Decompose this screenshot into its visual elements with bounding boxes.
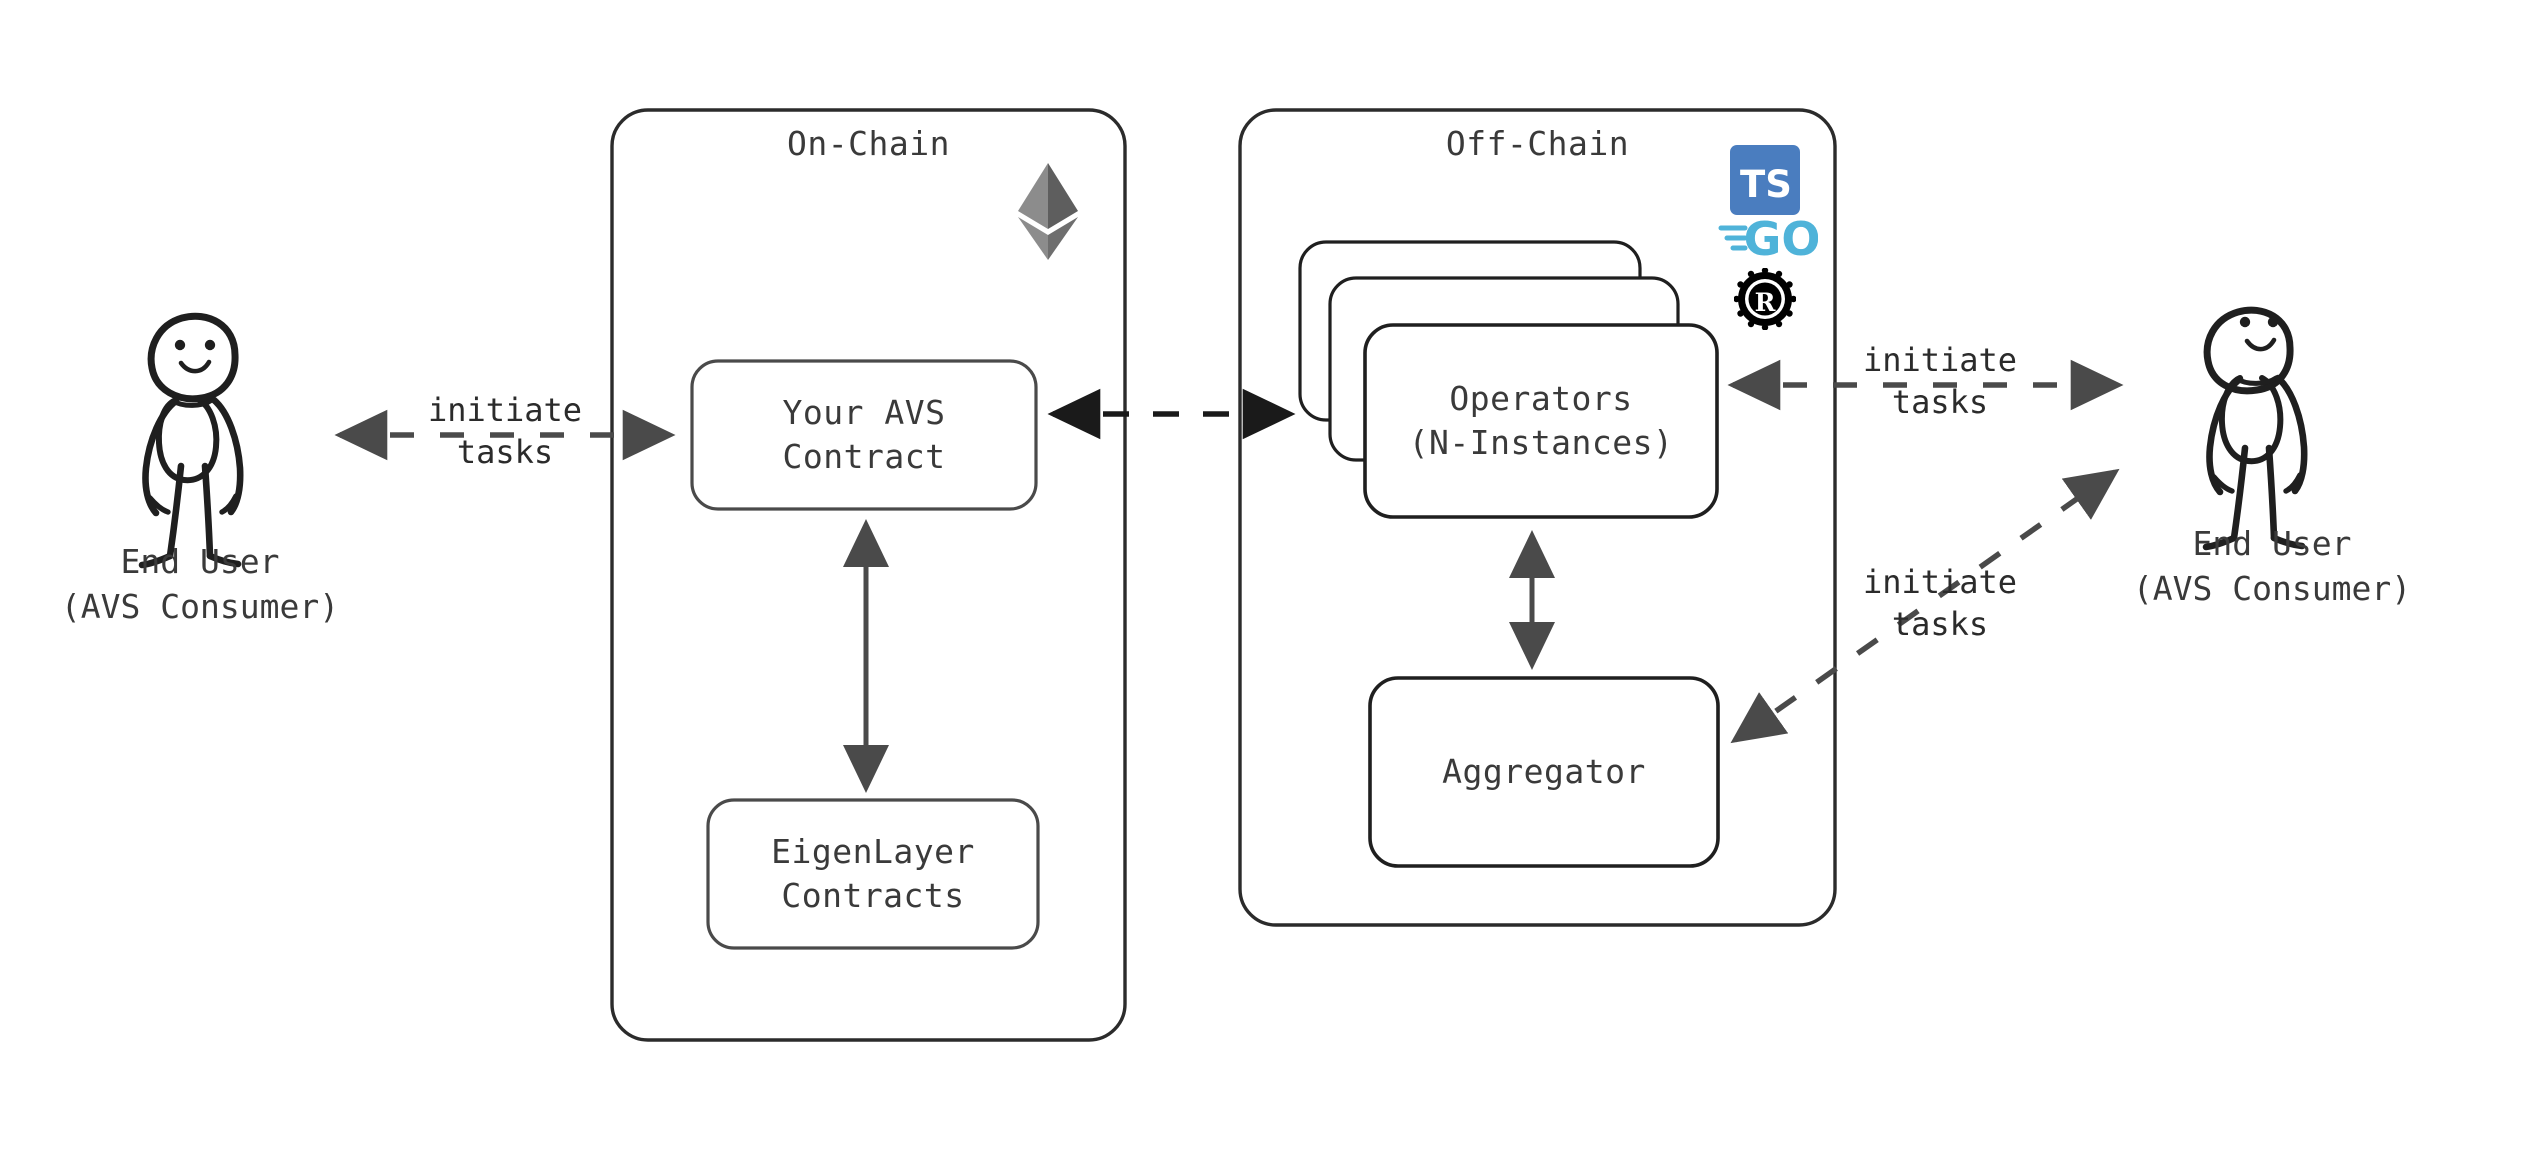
node-avs-contract[interactable] bbox=[690, 359, 1038, 511]
node-operators[interactable] bbox=[1363, 323, 1719, 519]
rust-logo: R bbox=[1733, 267, 1797, 331]
actor-label-end-user-right: End User (AVS Consumer) bbox=[2132, 524, 2412, 608]
node-eigenlayer-contracts[interactable] bbox=[706, 798, 1040, 950]
container-title-off-chain: Off-Chain bbox=[1445, 124, 1630, 163]
edge-label-operators-to-user-right: initiate tasks bbox=[1862, 341, 2018, 421]
svg-text:TS: TS bbox=[1740, 163, 1792, 206]
typescript-logo: TS bbox=[1730, 145, 1800, 215]
svg-text:R: R bbox=[1755, 288, 1776, 317]
actor-end-user-right[interactable] bbox=[2202, 306, 2308, 551]
container-title-on-chain: On-Chain bbox=[787, 124, 950, 163]
node-aggregator[interactable] bbox=[1368, 676, 1720, 868]
actor-label-end-user-left: End User (AVS Consumer) bbox=[60, 542, 340, 626]
go-logo: GO bbox=[1718, 212, 1820, 266]
svg-text:GO: GO bbox=[1744, 212, 1818, 264]
ethereum-logo bbox=[1018, 163, 1078, 260]
edge-label-aggregator-to-user-right: initiate tasks bbox=[1862, 563, 2018, 643]
edge-label-user-left-to-avs: initiate tasks bbox=[427, 391, 583, 471]
actor-end-user-left[interactable] bbox=[138, 312, 244, 569]
